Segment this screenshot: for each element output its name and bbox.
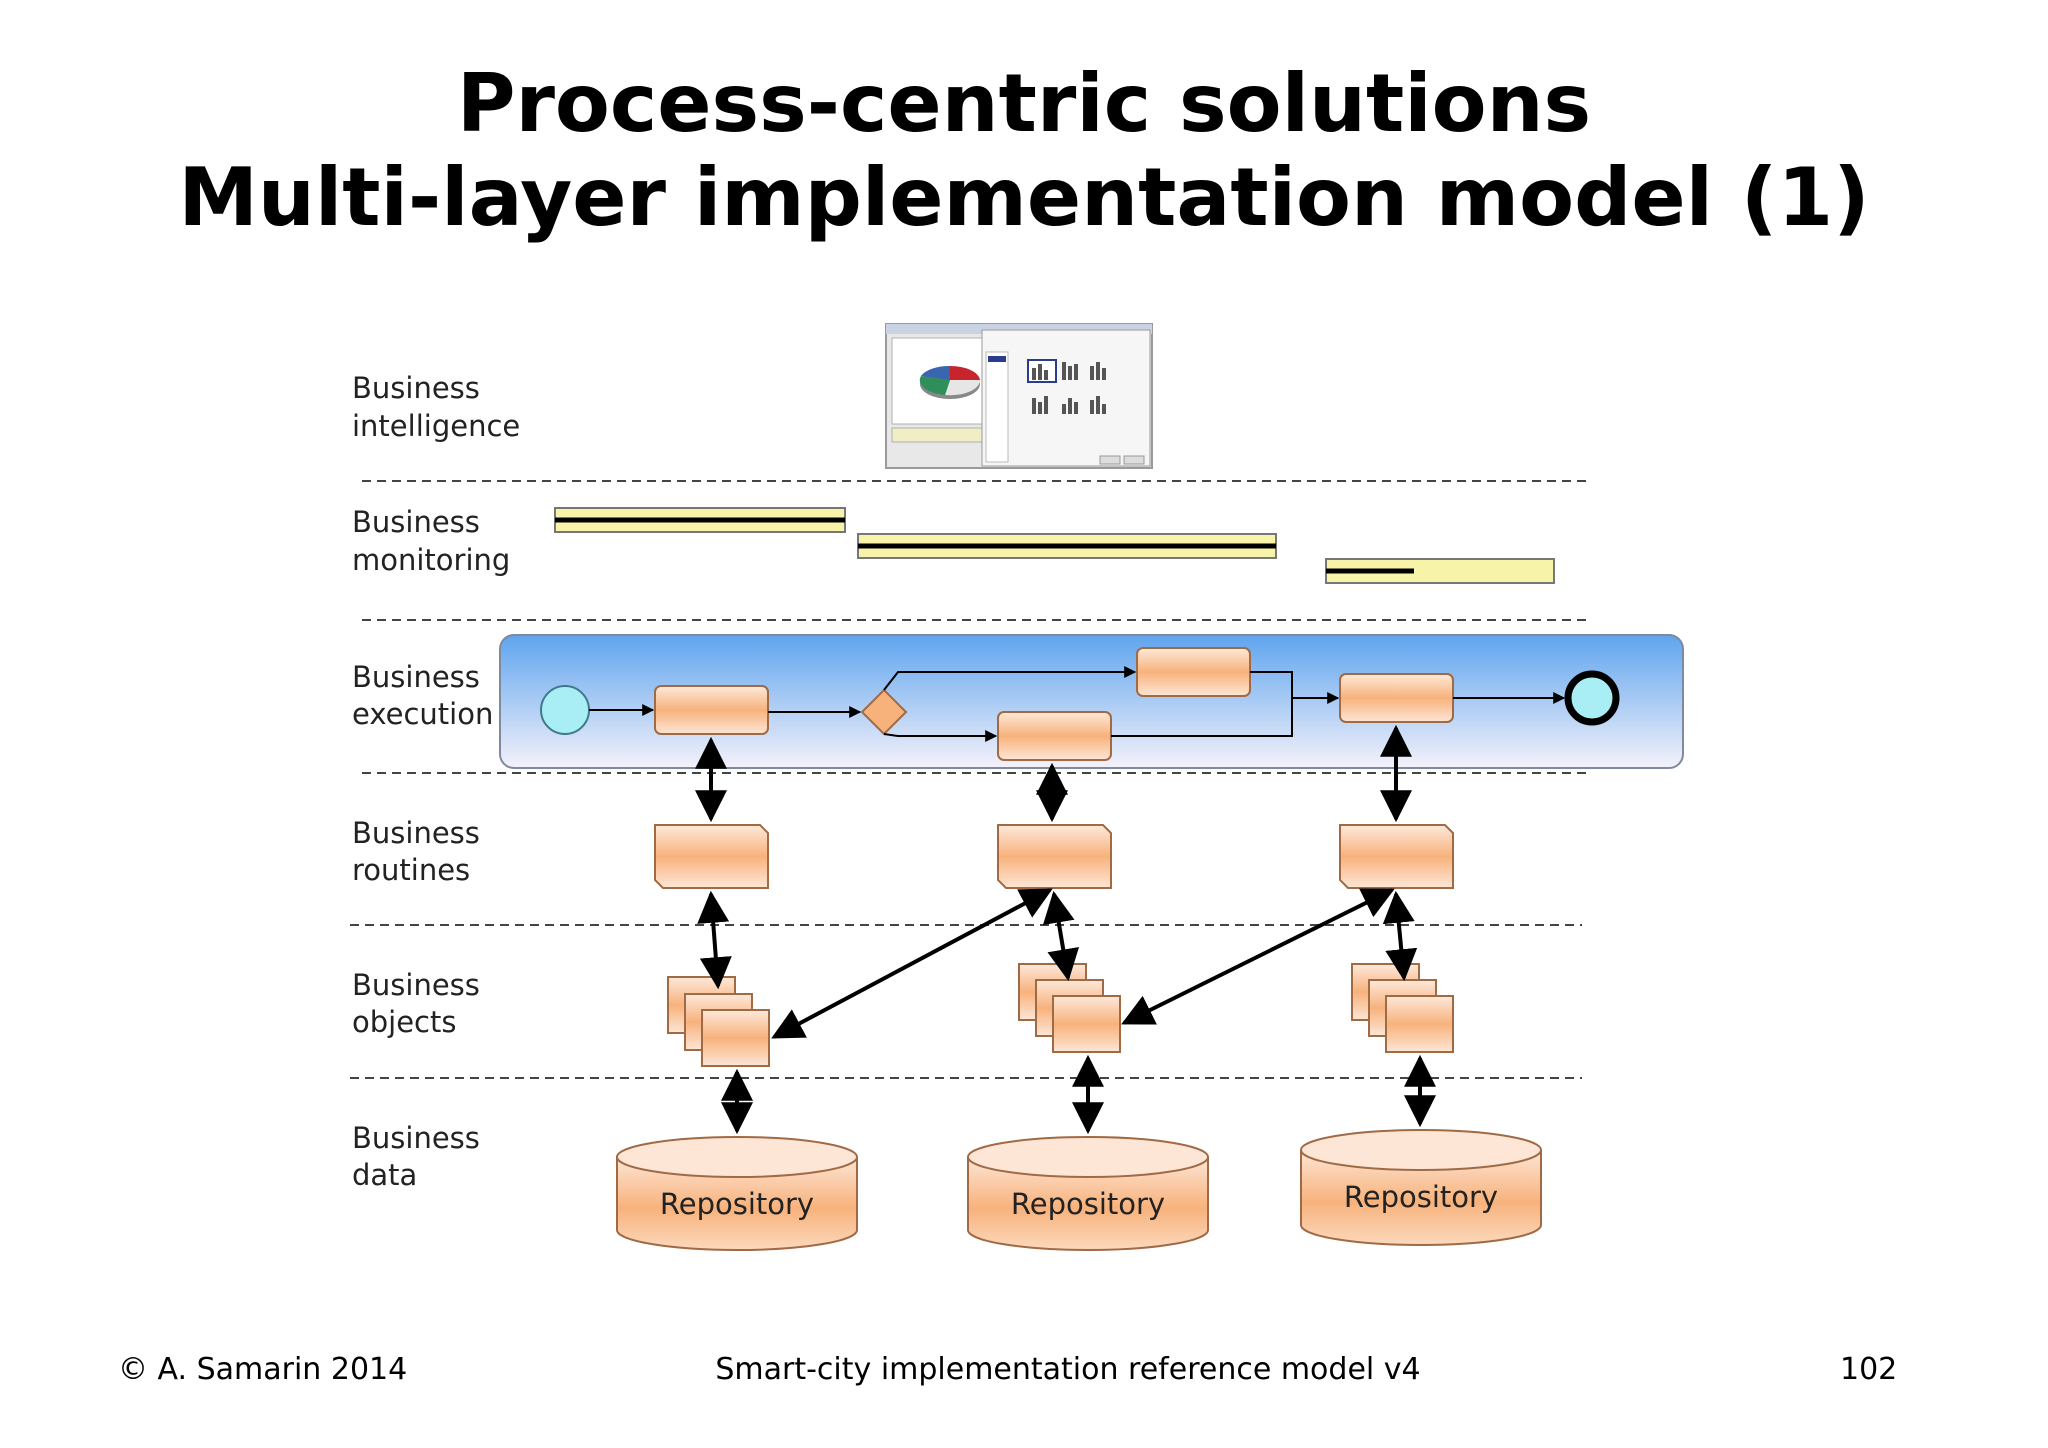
layer-label-6b: data bbox=[352, 1158, 417, 1192]
repository-2-label: Repository bbox=[1011, 1187, 1165, 1221]
layer-label-2a: Business bbox=[352, 505, 480, 539]
routine-3 bbox=[1339, 824, 1454, 889]
repository-1: Repository bbox=[616, 1136, 858, 1251]
repository-3-label: Repository bbox=[1344, 1180, 1498, 1214]
routine-boxes bbox=[654, 824, 1454, 889]
repository-3: Repository bbox=[1300, 1129, 1542, 1246]
layer-label-5a: Business bbox=[352, 968, 480, 1002]
layer-labels: Business intelligence Business monitorin… bbox=[352, 371, 520, 1192]
sequence-flows bbox=[589, 666, 1566, 742]
layer-label-3a: Business bbox=[352, 660, 480, 694]
start-event bbox=[540, 685, 590, 735]
connector-routine2-objects2 bbox=[1042, 890, 1080, 982]
layer-label-6a: Business bbox=[352, 1121, 480, 1155]
footer-page-number: 102 bbox=[1840, 1352, 1898, 1387]
layer-label-5b: objects bbox=[352, 1005, 456, 1039]
flow-upper-join bbox=[1111, 671, 1293, 737]
monitoring-bars bbox=[554, 507, 1555, 584]
layer-label-4a: Business bbox=[352, 816, 480, 850]
layer-connectors bbox=[695, 724, 1436, 1135]
task-3 bbox=[1339, 673, 1454, 723]
pie-chart-icon bbox=[919, 365, 981, 399]
repository-1-label: Repository bbox=[660, 1187, 814, 1221]
object-stacks bbox=[667, 963, 1454, 1067]
flow-gateway-lower bbox=[883, 730, 998, 742]
task-upper bbox=[1136, 647, 1251, 697]
bar-chart-icons bbox=[1027, 359, 1106, 414]
layer-label-3b: execution bbox=[352, 697, 493, 731]
end-event bbox=[1564, 670, 1620, 726]
layer-label-1a: Business bbox=[352, 371, 480, 405]
footer-center-text: Smart-city implementation reference mode… bbox=[715, 1352, 1421, 1387]
repository-2: Repository bbox=[967, 1136, 1209, 1251]
connector-routine3-objects3 bbox=[1382, 890, 1418, 982]
routine-1 bbox=[654, 824, 769, 889]
task-lower bbox=[997, 711, 1112, 761]
connector-routine3-objects2 bbox=[1121, 888, 1395, 1025]
slide-title-line-2: Multi-layer implementation model (1) bbox=[178, 151, 1870, 244]
flow-gateway-upper bbox=[883, 666, 1137, 691]
slide-title-line-1: Process-centric solutions bbox=[456, 57, 1592, 150]
footer-copyright: © A. Samarin 2014 bbox=[118, 1352, 408, 1387]
layer-label-2b: monitoring bbox=[352, 543, 510, 577]
execution-pool bbox=[499, 634, 1684, 769]
layer-label-4b: routines bbox=[352, 853, 470, 887]
repositories: Repository Repository Repository bbox=[616, 1129, 1542, 1251]
connector-routine1-objects1 bbox=[697, 890, 732, 990]
connector-routine2-objects1 bbox=[771, 888, 1053, 1039]
layer-label-1b: intelligence bbox=[352, 409, 520, 443]
object-stack-1 bbox=[667, 976, 770, 1067]
routine-2 bbox=[997, 824, 1112, 889]
task-1 bbox=[654, 685, 769, 735]
bi-screenshot-thumbnail bbox=[885, 323, 1153, 469]
